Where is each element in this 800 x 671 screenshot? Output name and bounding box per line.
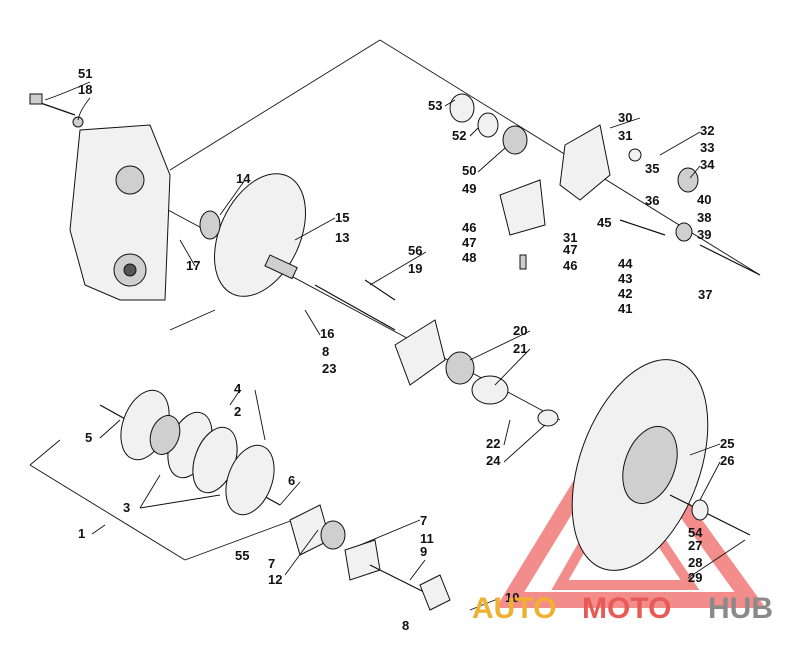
callout-38: 38 — [697, 210, 711, 225]
callout-53: 53 — [428, 98, 442, 113]
callout-29: 29 — [688, 570, 702, 585]
callout-52: 52 — [452, 128, 466, 143]
callout-10: 10 — [505, 590, 519, 605]
callout-17: 17 — [186, 258, 200, 273]
callout-24: 24 — [486, 453, 501, 468]
callout-32: 32 — [700, 123, 714, 138]
callout-labels: 51 18 53 52 50 49 30 31 32 33 34 35 36 4… — [78, 66, 734, 633]
callout-47-left: 47 — [462, 235, 476, 250]
callout-37: 37 — [698, 287, 712, 302]
callout-42: 42 — [618, 286, 632, 301]
callout-25: 25 — [720, 436, 734, 451]
callout-leaders — [44, 81, 746, 611]
callout-31: 31 — [618, 128, 632, 143]
watermark-logo: AUTO MOTO HUB — [472, 592, 773, 625]
callout-16: 16 — [320, 326, 334, 341]
callout-1: 1 — [78, 526, 85, 541]
track-drive-sprockets — [99, 389, 281, 516]
lower-bearing-parts — [289, 504, 451, 611]
watermark-auto: AUTO — [472, 592, 556, 625]
callout-2: 2 — [234, 404, 241, 419]
callout-27: 27 — [688, 538, 702, 553]
callout-50: 50 — [462, 163, 476, 178]
jackshaft — [314, 279, 396, 331]
watermark-hub: HUB — [708, 592, 773, 625]
callout-31-mid: 31 — [563, 230, 577, 245]
callout-13: 13 — [335, 230, 349, 245]
callout-11: 11 — [420, 531, 434, 546]
callout-51: 51 — [78, 66, 92, 81]
driven-pulley — [571, 359, 751, 571]
bearing-flange — [394, 319, 559, 427]
callout-40: 40 — [697, 192, 711, 207]
callout-47-right: 47 — [563, 242, 577, 257]
callout-36: 36 — [645, 193, 659, 208]
callout-54: 54 — [688, 525, 703, 540]
callout-7-right: 7 — [420, 513, 427, 528]
callout-26: 26 — [720, 453, 734, 468]
callout-49: 49 — [462, 181, 476, 196]
brake-disc — [199, 173, 306, 297]
callout-28: 28 — [688, 555, 702, 570]
callout-23: 23 — [322, 361, 336, 376]
callout-34: 34 — [700, 157, 715, 172]
callout-3: 3 — [123, 500, 130, 515]
gearcase-housing — [29, 93, 171, 301]
callout-5: 5 — [85, 430, 92, 445]
callout-35: 35 — [645, 161, 659, 176]
callout-45: 45 — [597, 215, 611, 230]
watermark-moto: MOTO — [582, 592, 671, 625]
callout-8-upper: 8 — [322, 344, 329, 359]
callout-22: 22 — [486, 436, 500, 451]
callout-6: 6 — [288, 473, 295, 488]
callout-43: 43 — [618, 271, 632, 286]
callout-46-right: 46 — [563, 258, 577, 273]
callout-15: 15 — [335, 210, 349, 225]
callout-39: 39 — [697, 227, 711, 242]
callout-14: 14 — [236, 171, 251, 186]
callout-19: 19 — [408, 261, 422, 276]
callout-46-left: 46 — [462, 220, 476, 235]
callout-9: 9 — [420, 544, 427, 559]
callout-55: 55 — [235, 548, 249, 563]
chaincase-parts — [449, 93, 761, 276]
callout-56: 56 — [408, 243, 422, 258]
callout-7-left: 7 — [268, 556, 275, 571]
callout-8-lower: 8 — [402, 618, 409, 633]
callout-41: 41 — [618, 301, 632, 316]
callout-12: 12 — [268, 572, 282, 587]
callout-4: 4 — [234, 381, 242, 396]
callout-33: 33 — [700, 140, 714, 155]
callout-21: 21 — [513, 341, 527, 356]
callout-48: 48 — [462, 250, 476, 265]
callout-44: 44 — [618, 256, 633, 271]
